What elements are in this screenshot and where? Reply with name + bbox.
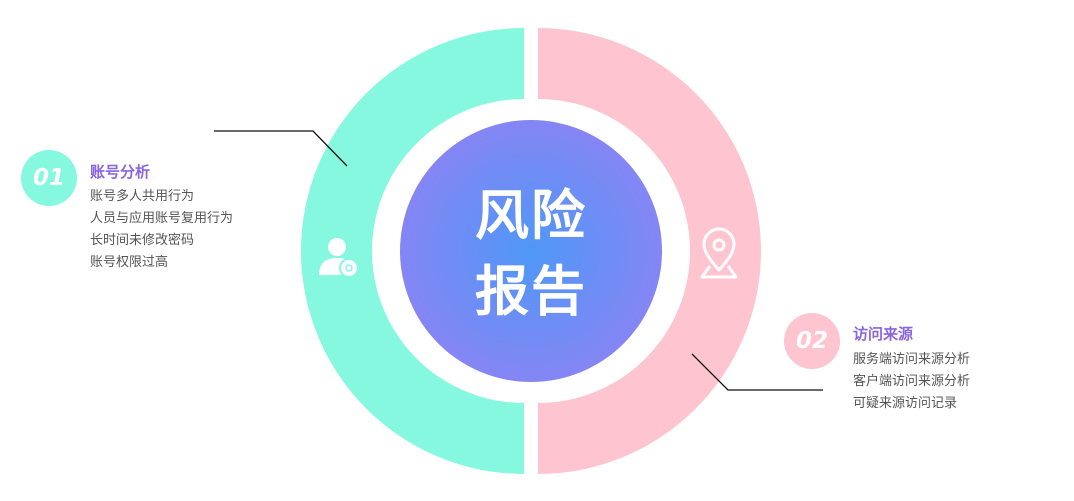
center-title-line-2: 报告 <box>475 260 587 323</box>
left-ring-segment <box>301 28 524 474</box>
account-analysis-list: 账号多人共用行为 人员与应用账号复用行为 长时间未修改密码 账号权限过高 <box>90 186 233 274</box>
section-title-access-source: 访问来源 <box>853 325 914 343</box>
list-item: 账号多人共用行为 <box>90 189 195 204</box>
section-title-account-analysis: 账号分析 <box>90 163 151 181</box>
user-group-icon <box>319 238 359 278</box>
list-item: 账号权限过高 <box>90 255 169 270</box>
list-item: 可疑来源访问记录 <box>853 396 958 411</box>
section-number-badge: 01 <box>21 150 77 206</box>
list-item: 客户端访问来源分析 <box>853 374 971 389</box>
access-source-list: 服务端访问来源分析 客户端访问来源分析 可疑来源访问记录 <box>853 349 970 415</box>
list-item: 人员与应用账号复用行为 <box>90 211 234 226</box>
right-ring-segment <box>538 28 761 474</box>
connector-line-left <box>214 130 348 167</box>
section-number-badge: 02 <box>784 313 840 369</box>
list-item: 服务端访问来源分析 <box>853 352 971 367</box>
location-pin-icon <box>700 227 738 279</box>
center-title-line-1: 风险 <box>475 184 587 247</box>
connector-line-right <box>691 353 823 391</box>
list-item: 长时间未修改密码 <box>90 233 195 248</box>
center-title: 风险 报告 <box>434 178 628 330</box>
center-circle <box>400 120 662 382</box>
